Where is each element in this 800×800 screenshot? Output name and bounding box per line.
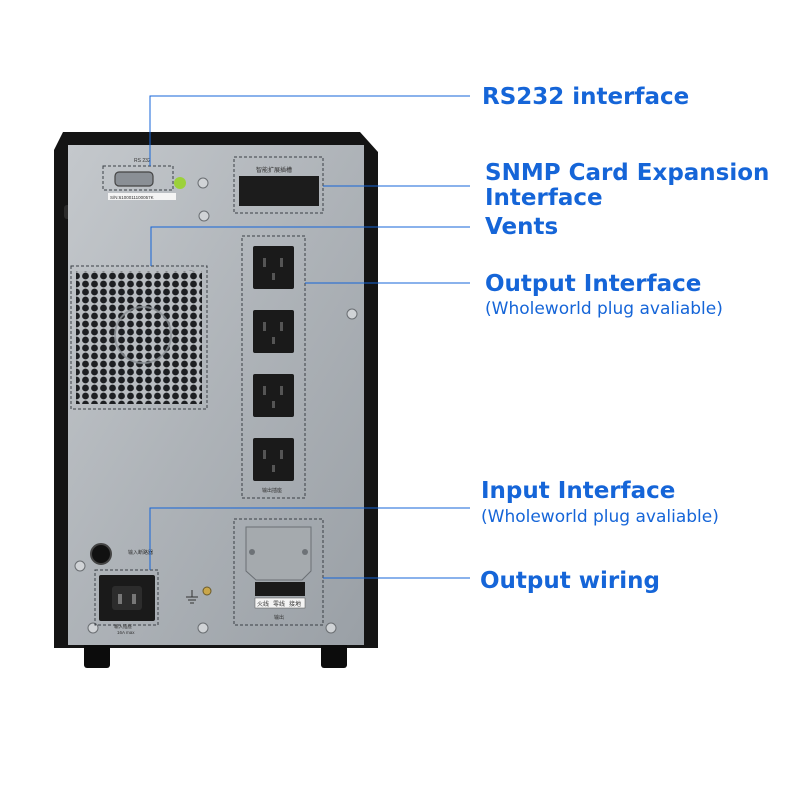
terminal-block[interactable] xyxy=(255,582,305,596)
snmp-slot-cover[interactable] xyxy=(239,176,319,206)
vent-grille xyxy=(76,271,202,404)
label-vents: Vents xyxy=(485,214,559,240)
guide-lines xyxy=(149,95,470,579)
panel-screws xyxy=(74,177,358,634)
input-breaker-label: 输入断路器 xyxy=(128,549,153,556)
output-socket-1[interactable] xyxy=(253,246,294,289)
vents-area xyxy=(70,265,208,410)
rs232-port-area: RS 232 S/N:6100011100057K xyxy=(102,158,186,200)
serial-sticker xyxy=(108,193,176,200)
output-sockets-area: 输出插座 xyxy=(241,235,306,499)
input-breaker[interactable] xyxy=(90,543,112,565)
guide-line-input-interface xyxy=(149,507,470,570)
output-socket-3[interactable] xyxy=(253,374,294,417)
input-rating-label-2: 16A max xyxy=(117,630,135,635)
guide-line-rs232 xyxy=(149,95,470,166)
input-area: 输入断路器 输入插座 16A max xyxy=(90,543,212,635)
label-rs232-interface: RS232 interface xyxy=(482,84,690,110)
label-output-interface: Output Interface xyxy=(485,271,702,297)
output-socket-4[interactable] xyxy=(253,438,294,481)
label-snmp-line2: Interface xyxy=(485,185,603,211)
db9-connector[interactable] xyxy=(114,171,154,187)
terminal-label-live: 火线 xyxy=(257,600,269,608)
label-output-interface-subtitle: (Wholeworld plug avaliable) xyxy=(485,299,723,319)
left-foot xyxy=(84,640,110,668)
snmp-slot-label: 智能扩展插槽 xyxy=(256,166,292,174)
label-snmp-line1: SNMP Card Expansion xyxy=(485,160,770,186)
terminal-caption: 输出 xyxy=(274,614,284,621)
snmp-slot-area: 智能扩展插槽 xyxy=(233,156,324,214)
output-socket-2[interactable] xyxy=(253,310,294,353)
socket-label: 输出插座 xyxy=(262,487,282,494)
status-sticker xyxy=(174,177,186,189)
right-foot xyxy=(321,640,347,668)
guide-line-vents xyxy=(150,226,470,266)
label-input-interface-subtitle: (Wholeworld plug avaliable) xyxy=(481,507,719,527)
label-output-wiring: Output wiring xyxy=(480,568,660,594)
serial-sticker-text: S/N:6100011100057K xyxy=(110,195,154,200)
fan-outline xyxy=(114,306,172,364)
rs232-port-label: RS 232 xyxy=(134,158,151,164)
output-wiring-area: 火线 零线 接地 输出 xyxy=(233,518,324,626)
terminal-label-neutral: 零线 xyxy=(273,600,285,608)
terminal-label-ground: 接地 xyxy=(289,600,301,608)
input-rating-label: 输入插座 xyxy=(114,623,132,630)
label-input-interface: Input Interface xyxy=(481,478,676,504)
ground-symbol xyxy=(186,590,198,604)
terminal-cover[interactable] xyxy=(245,526,312,581)
ground-screw xyxy=(202,586,212,596)
